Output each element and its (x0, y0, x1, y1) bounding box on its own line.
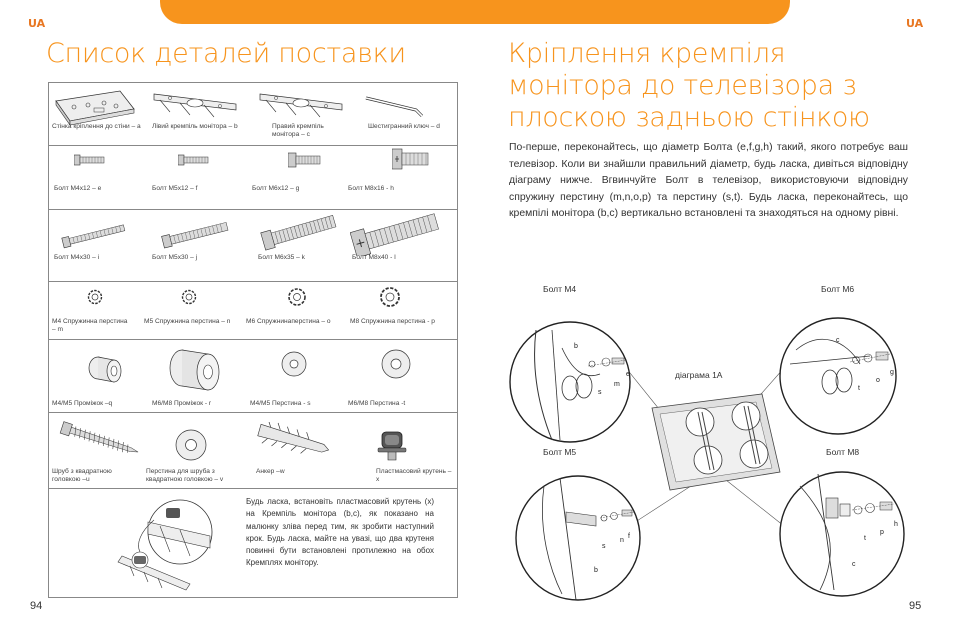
diagram-m5-letter-b: b (594, 567, 598, 574)
detail-circle-m6 (779, 317, 897, 435)
knob-install-illustration (117, 499, 213, 591)
part-x-label: Пластмасовий крутень – x (376, 468, 452, 483)
part-s-label: M4/M5 Перстина - s (250, 400, 311, 407)
diagram-m8-letter-h: h (894, 521, 898, 528)
washer-t-illustration (381, 349, 411, 379)
spacer-q-illustration (88, 356, 122, 383)
page-number-left: 94 (30, 600, 43, 612)
part-w-label: Анкер –w (256, 468, 285, 475)
part-c-label: Правий кремпіль монітора – c (272, 123, 324, 138)
part-n-label: M5 Спружнина перстина – n (144, 318, 231, 325)
part-p-label: M8 Спружнина перстина - p (350, 318, 435, 325)
detail-circle-m8 (779, 471, 905, 597)
part-k-label: Болт M6x35 – k (258, 254, 305, 261)
part-r-label: M6/M8 Проміжок - r (152, 400, 212, 407)
washer-v-illustration (175, 429, 207, 461)
diagram-m5-letter-f: f (628, 533, 630, 540)
part-m-label: M4 Спружинна перстина – m (52, 318, 128, 333)
detail-circle-m4 (509, 321, 631, 443)
diagram-m4-letter-e: e (626, 371, 630, 378)
diagram-m6-letter-o: o (876, 377, 880, 384)
diagram-m8-letter-t: t (864, 535, 866, 542)
diagram-label-m8: Болт M8 (826, 447, 860, 457)
spacer-r-illustration (169, 349, 220, 391)
part-l-label: Болт M8x40 - l (352, 254, 396, 261)
diagram-m4-letter-s: s (598, 389, 602, 396)
wall-plate-illustration (55, 90, 135, 126)
bolt-i-illustration (61, 224, 126, 249)
mounting-diagram: b e m s c g t o f n s b h p t (509, 317, 905, 601)
diagram-label-center: діаграма 1A (675, 370, 723, 380)
language-label-right: UA (906, 17, 924, 30)
diagram-m6-letter-g: g (890, 369, 894, 376)
mounting-instructions: По-перше, переконайтесь, що діаметр Болт… (509, 142, 908, 219)
bolt-l-illustration (350, 213, 439, 256)
diagram-m8-letter-p: p (880, 529, 884, 536)
diagram-m6-letter-t: t (858, 385, 860, 392)
header-tab (160, 0, 790, 24)
diagram-1a-panel (651, 393, 781, 491)
bolt-h-illustration (392, 148, 429, 170)
knob-install-note: Будь ласка, встановіть пластмасовий крут… (246, 497, 434, 568)
part-f-label: Болт M5x12 – f (152, 185, 198, 192)
mounting-title-line-3: плоскою задньою стінкою (508, 102, 870, 133)
diagram-label-m6: Болт M6 (821, 284, 855, 294)
left-bracket-illustration (153, 93, 237, 118)
page-number-right: 95 (909, 600, 922, 612)
diagram-label-m5: Болт M5 (543, 447, 577, 457)
part-h-label: Болт M8x16 - h (348, 185, 394, 192)
part-u-label: Шруб з квадратною головкою –u (52, 468, 112, 483)
bolt-e-illustration (74, 154, 105, 166)
part-b-label: Лівий кремпіль монітора – b (152, 123, 238, 130)
right-bracket-illustration (259, 93, 343, 118)
language-label-left: UA (28, 17, 46, 30)
part-d-label: Шестигранний ключ – d (368, 123, 440, 130)
diagram-m4-letter-m: m (614, 381, 620, 388)
diagram-m5-letter-s: s (602, 543, 606, 550)
detail-circle-m5 (515, 475, 641, 601)
spring-washer-o-illustration (288, 288, 306, 306)
bolt-f-illustration (178, 154, 209, 166)
part-i-label: Болт M4x30 – i (54, 254, 100, 261)
washer-s-illustration (281, 351, 307, 377)
part-j-label: Болт M5x30 – j (152, 254, 198, 261)
part-e-label: Болт M4x12 – e (54, 185, 102, 192)
diagram-m5-letter-n: n (620, 537, 624, 544)
part-q-label: M4/M5 Проміжок –q (52, 400, 113, 407)
plastic-knob-x-illustration (377, 431, 407, 461)
anchor-w-illustration (257, 422, 330, 454)
parts-table: Стінка кріплення до стіни – a Лівий крем… (48, 82, 458, 598)
spring-washer-n-illustration (181, 289, 197, 305)
part-t-label: M6/M8 Перстина -t (348, 400, 406, 407)
diagram-label-m4: Болт M4 (543, 284, 577, 294)
hex-key-illustration (365, 96, 424, 118)
parts-list-title: Список деталей поставки (46, 38, 406, 69)
mounting-title: Кріплення кремпіля монітора до телевізор… (508, 38, 870, 134)
lag-screw-u-illustration (59, 421, 139, 453)
mounting-title-line-1: Кріплення кремпіля (508, 38, 786, 69)
diagram-m4-letter-b: b (574, 343, 578, 350)
spring-washer-p-illustration (380, 287, 400, 307)
spring-washer-m-illustration (87, 289, 103, 305)
bolt-k-illustration (260, 215, 337, 251)
part-a-label: Стінка кріплення до стіни – a (52, 123, 141, 130)
mounting-title-line-2: монітора до телевізора з (508, 70, 857, 101)
diagram-m8-letter-c: c (852, 561, 856, 568)
part-v-label: Перстина для шруба з квадратною головкою… (146, 468, 224, 483)
bolt-j-illustration (161, 222, 229, 249)
bolt-g-illustration (288, 152, 321, 168)
part-o-label: M6 Спружнинаперстина – o (246, 318, 331, 325)
part-g-label: Болт M6x12 – g (252, 185, 300, 192)
diagram-m6-letter-c: c (836, 337, 840, 344)
